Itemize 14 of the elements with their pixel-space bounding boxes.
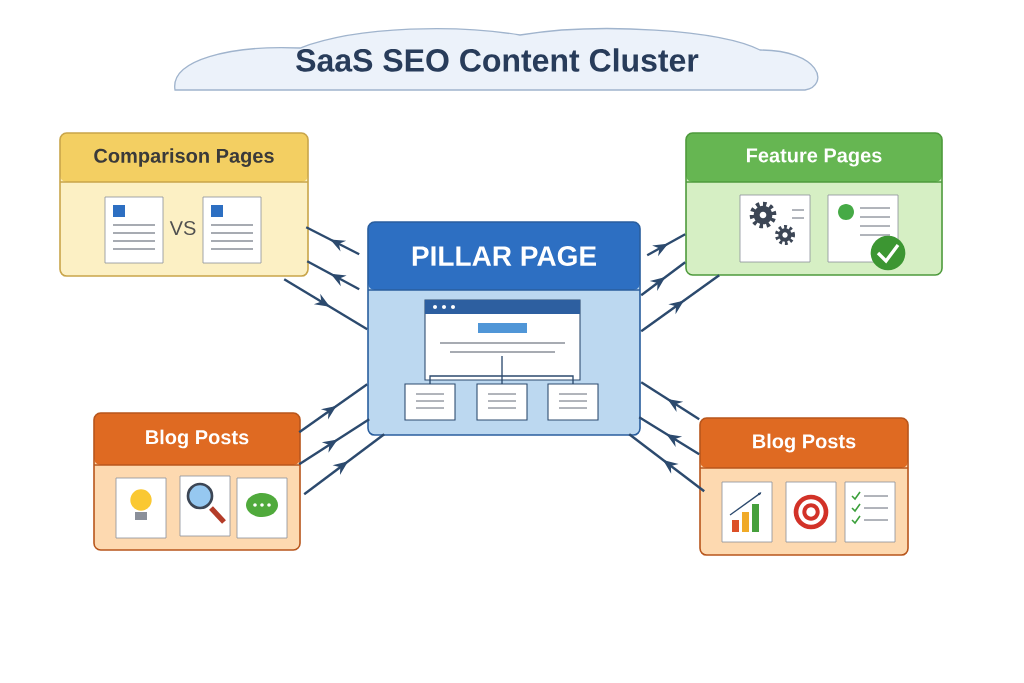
arrow — [283, 278, 368, 331]
arrow — [628, 433, 705, 493]
title-cloud: SaaS SEO Content Cluster — [174, 28, 819, 91]
arrow — [640, 261, 686, 297]
arrow — [303, 433, 385, 496]
arrow — [298, 383, 368, 434]
arrow — [638, 416, 700, 456]
arrow — [640, 381, 700, 421]
arrow — [305, 226, 360, 256]
arrow — [306, 260, 360, 291]
label: VS — [169, 220, 196, 236]
arrow — [640, 274, 720, 333]
arrow — [298, 418, 370, 466]
arrow — [646, 233, 686, 257]
